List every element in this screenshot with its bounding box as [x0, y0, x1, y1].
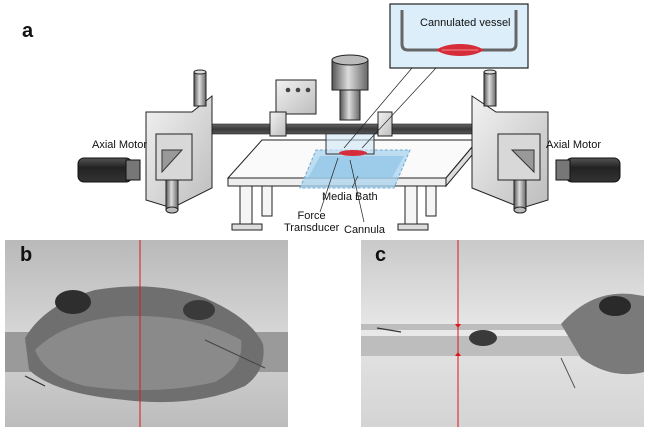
device-schematic — [77, 3, 621, 231]
force-transducer-column — [269, 54, 393, 137]
left-motor-assembly — [77, 69, 213, 214]
panel-b-letter: b — [20, 244, 33, 266]
right-motor-assembly — [471, 69, 621, 214]
panel-c-letter: c — [375, 244, 387, 266]
cannulated-vessel-inset — [389, 3, 529, 69]
force-transducer-label-line1: Force — [297, 210, 326, 222]
panel-b-vessel — [5, 240, 288, 427]
callout-lines — [319, 67, 437, 223]
force-transducer-label: Force Transducer — [284, 210, 339, 234]
axial-motor-left-label: Axial Motor — [92, 139, 148, 151]
axial-motor-right-label: Axial Motor — [546, 139, 602, 151]
force-transducer-label-line2: Transducer — [284, 222, 340, 234]
panel-b-photo — [5, 240, 288, 427]
panel-c-photo — [361, 240, 644, 427]
panel-c-vessel — [361, 240, 644, 427]
cannula-label: Cannula — [344, 224, 385, 236]
media-bath-label: Media Bath — [322, 191, 378, 203]
inset-label: Cannulated vessel — [420, 17, 511, 29]
panel-a-letter: a — [22, 20, 34, 42]
